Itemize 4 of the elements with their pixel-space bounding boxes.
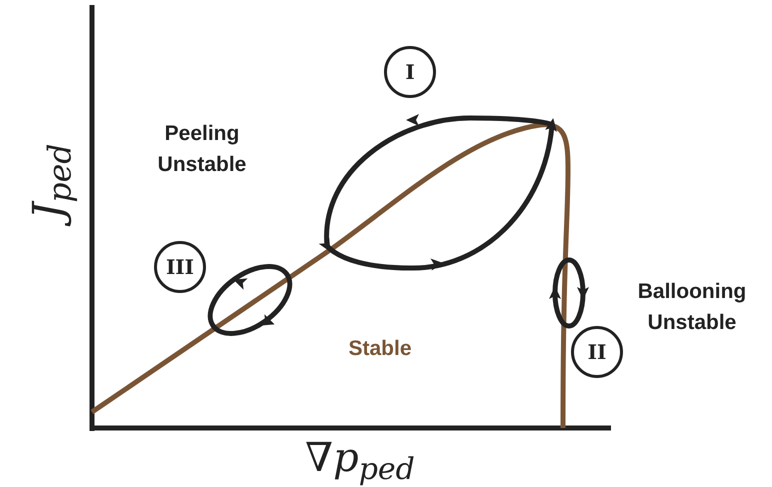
region-label: Ballooning Unstable [636, 279, 748, 336]
axis-label: ∇p$_{ped}$ [304, 434, 416, 487]
region-label: Peeling Unstable [156, 121, 248, 178]
region-label: Stable [347, 336, 413, 362]
